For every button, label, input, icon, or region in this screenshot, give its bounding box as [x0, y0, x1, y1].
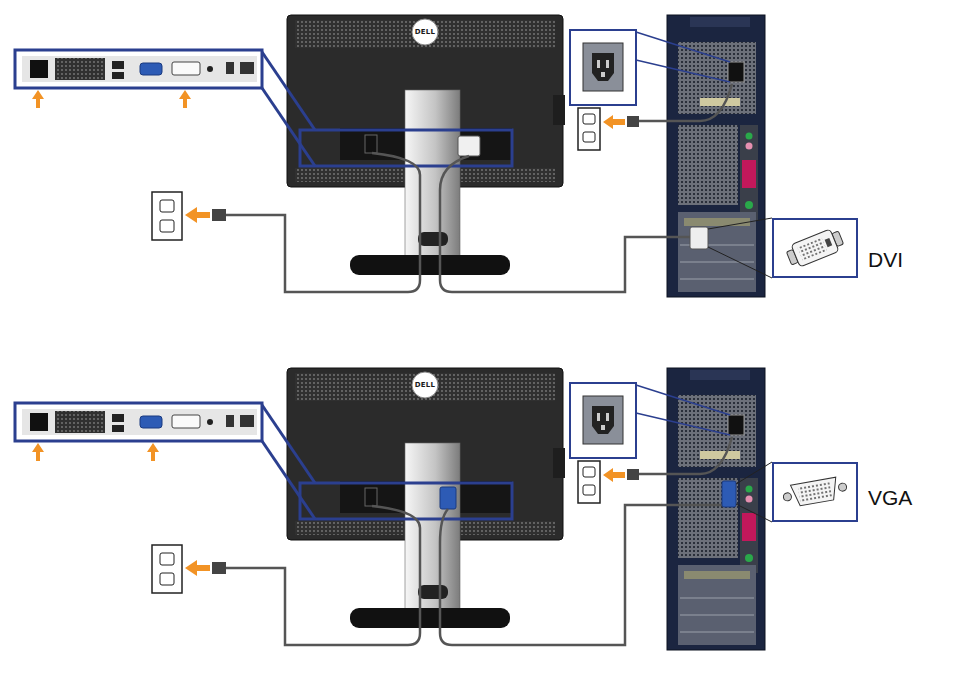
- leader-line: [708, 218, 772, 229]
- vga-plug: [722, 481, 736, 507]
- dvi-panel: [15, 15, 765, 297]
- vga-pins: [798, 481, 832, 502]
- dvi-connector: [785, 226, 846, 269]
- brand-logo: DELL: [415, 381, 435, 389]
- dvi-pins: [798, 238, 827, 261]
- dvi-shell: [791, 229, 839, 267]
- thumb-screw: [783, 492, 792, 501]
- connector-name: VGA: [868, 487, 912, 509]
- brand-logo: DELL: [415, 28, 435, 36]
- leader-line: [708, 247, 772, 278]
- vga-cable: [440, 505, 722, 645]
- vga-panel: [15, 368, 765, 650]
- dvi-blade: [825, 238, 833, 247]
- thumb-screw: [838, 483, 847, 492]
- callout-box: VGA: [772, 462, 858, 522]
- dvi-plug: [458, 136, 480, 156]
- dvi-cable: [440, 156, 690, 292]
- leader-line: [736, 504, 772, 522]
- callout-box: DVI: [772, 218, 858, 278]
- dvi-plug: [690, 227, 708, 249]
- leader-line: [736, 462, 772, 484]
- pointer-arrow: [147, 443, 159, 461]
- vga-shell: [790, 477, 839, 507]
- connector-name: DVI: [868, 249, 903, 271]
- vga-connector: [782, 476, 849, 509]
- pointer-arrow: [179, 90, 191, 108]
- vga-plug: [440, 487, 456, 509]
